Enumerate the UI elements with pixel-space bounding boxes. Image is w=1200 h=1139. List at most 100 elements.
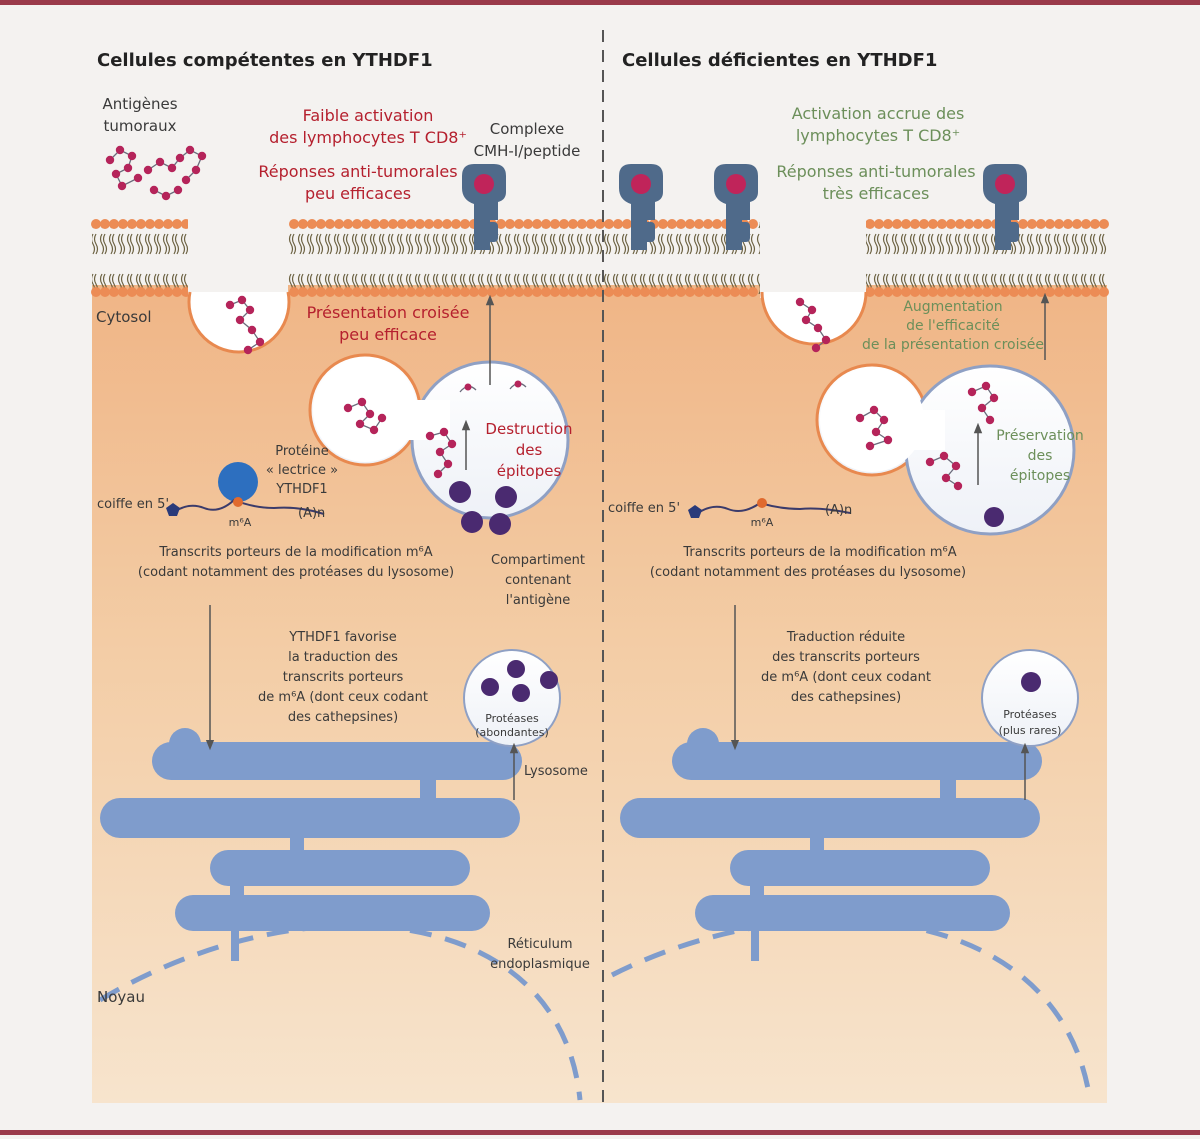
proteases-right-line1: Protéases xyxy=(1003,708,1057,721)
lipid-head xyxy=(919,287,929,297)
mhc-label-1: Complexe xyxy=(490,120,565,138)
weak-responses-line1: Réponses anti-tumorales xyxy=(258,162,457,181)
lipid-head xyxy=(694,219,704,229)
lipid-head xyxy=(388,287,398,297)
lipid-head xyxy=(1000,287,1010,297)
lipid-head xyxy=(712,219,722,229)
lipid-head xyxy=(541,219,551,229)
reader-line2: « lectrice » xyxy=(266,463,338,478)
nucleus-label: Noyau xyxy=(97,988,145,1006)
lipid-head xyxy=(1063,287,1073,297)
lipid-head xyxy=(361,287,371,297)
right-panel-title: Cellules déficientes en YTHDF1 xyxy=(622,50,937,71)
lipid-head xyxy=(1090,219,1100,229)
lipid-head xyxy=(901,287,911,297)
lipid-head xyxy=(748,219,758,229)
lipid-head xyxy=(91,287,101,297)
top-border xyxy=(0,0,1200,5)
protease-dot xyxy=(489,513,511,535)
weak-responses-line2: peu efficaces xyxy=(305,184,411,203)
lipid-head xyxy=(937,287,947,297)
lipid-head xyxy=(118,287,128,297)
lipid-head xyxy=(1063,219,1073,229)
lysosome-right xyxy=(981,649,1079,747)
lipid-head xyxy=(406,287,416,297)
lipid-head xyxy=(1081,287,1091,297)
lipid-head xyxy=(145,219,155,229)
polya-label-left: (A)n xyxy=(298,506,325,521)
lipid-head xyxy=(163,287,173,297)
transcripts-line2-right: (codant notamment des protéases du lysos… xyxy=(650,565,966,580)
antigen-compartment-right xyxy=(815,363,1076,536)
lipid-head xyxy=(550,287,560,297)
lipid-head xyxy=(982,219,992,229)
antigen-chain xyxy=(855,405,893,451)
destruction-line1: Destruction xyxy=(485,420,572,438)
cap-label-left: coiffe en 5' xyxy=(97,497,169,512)
lipid-head xyxy=(478,287,488,297)
lipid-head xyxy=(1018,219,1028,229)
translation-left-line3: transcrits porteurs xyxy=(283,670,404,685)
lipid-head xyxy=(289,219,299,229)
lipid-head xyxy=(496,287,506,297)
protease-dot xyxy=(449,481,471,503)
lipid-head xyxy=(289,287,299,297)
proteases-left-line2: (abondantes) xyxy=(475,726,549,739)
lipid-head xyxy=(523,219,533,229)
weak-activation-line1: Faible activation xyxy=(303,106,434,125)
lipid-head xyxy=(613,219,623,229)
lipid-head xyxy=(514,219,524,229)
translation-right-line1: Traduction réduite xyxy=(786,630,905,645)
protease-dot xyxy=(461,511,483,533)
lipid-head xyxy=(559,287,569,297)
epitope-fragment-bead xyxy=(464,383,472,391)
lipid-head xyxy=(334,287,344,297)
endoplasmic-reticulum-left xyxy=(100,728,522,961)
lipid-head xyxy=(586,287,596,297)
lipid-head xyxy=(307,219,317,229)
compartment-line1: Compartiment xyxy=(491,553,585,568)
lipid-head xyxy=(154,287,164,297)
lipid-head xyxy=(415,287,425,297)
left-panel-title: Cellules compétentes en YTHDF1 xyxy=(97,50,433,71)
lipid-head xyxy=(1045,219,1055,229)
lipid-head xyxy=(964,287,974,297)
lipid-head xyxy=(325,287,335,297)
lipid-head xyxy=(658,287,668,297)
lipid-head xyxy=(865,219,875,229)
lipid-head xyxy=(1072,287,1082,297)
lipid-head xyxy=(469,287,479,297)
preservation-line3: épitopes xyxy=(1010,468,1070,484)
lipid-head xyxy=(874,287,884,297)
polya-label-right: (A)n xyxy=(825,503,852,518)
antigen-chain xyxy=(143,145,207,185)
lipid-head xyxy=(973,287,983,297)
lipid-head xyxy=(460,219,470,229)
lipid-head xyxy=(577,219,587,229)
lipid-head xyxy=(577,287,587,297)
lipid-head xyxy=(973,219,983,229)
increased-activation-line2: lymphocytes T CD8⁺ xyxy=(796,126,960,145)
protease-dot xyxy=(540,671,558,689)
protease-dot xyxy=(507,660,525,678)
lipid-head xyxy=(397,219,407,229)
lipid-head xyxy=(676,287,686,297)
lipid-head xyxy=(316,219,326,229)
lipid-head xyxy=(739,287,749,297)
lipid-head xyxy=(316,287,326,297)
lipid-head xyxy=(532,287,542,297)
lipid-head xyxy=(604,287,614,297)
lipid-head xyxy=(928,219,938,229)
mhc-peptide-complex xyxy=(619,164,663,250)
proteases-right-line2: (plus rares) xyxy=(999,724,1062,737)
cross-presentation-line1: Présentation croisée xyxy=(307,303,470,322)
increased-cross-line2: de l'efficacité xyxy=(906,318,1000,334)
endoplasmic-reticulum-right xyxy=(620,728,1042,961)
protease-dot xyxy=(495,486,517,508)
lipid-head xyxy=(172,219,182,229)
lipid-head xyxy=(91,219,101,229)
endocytic-vesicle-right xyxy=(760,214,868,346)
lipid-head xyxy=(892,287,902,297)
increased-cross-line3: de la présentation croisée xyxy=(862,337,1044,353)
